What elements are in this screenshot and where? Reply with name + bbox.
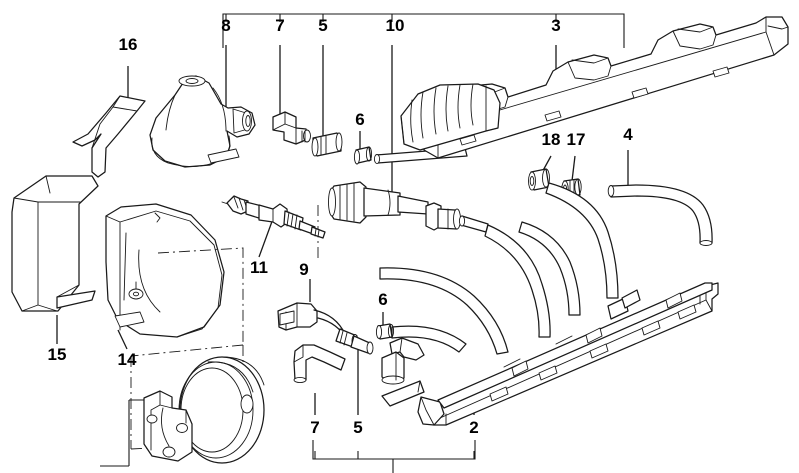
callout-18[interactable]: 18 [541,130,561,149]
part-7-elbow-connector-bottom [293,344,346,384]
left-lower-bracket [100,399,150,467]
callout-16[interactable]: 16 [118,35,138,54]
hose-bundle [379,182,619,355]
part-3-end-cap [400,83,501,151]
part-6-grommet-bottom [375,323,395,340]
part-11-temperature-sensor [221,195,326,239]
part-4-formed-hose [607,184,713,246]
callout-15[interactable]: 15 [47,345,67,364]
part-8-ignition-coil-cap [149,75,256,168]
hose-boot-connector [381,337,425,385]
callout-4[interactable]: 4 [623,125,633,144]
part-15-heat-shield [11,175,99,312]
part-18-bushing-large [528,168,550,191]
callout-5-top[interactable]: 5 [318,16,328,35]
callout-14[interactable]: 14 [117,350,137,369]
part-5-hose-coupler-bottom [335,328,374,355]
callout-8[interactable]: 8 [221,16,231,35]
part-9-connector-plug [277,302,348,341]
callout-6-top[interactable]: 6 [355,110,365,129]
part-3-cable-duct-cover [422,16,789,159]
bottom-callout-bracket [312,440,476,473]
part-16-air-duct-bracket [72,95,146,178]
callout-17[interactable]: 17 [566,130,586,149]
leader-lines [56,45,629,415]
callout-2[interactable]: 2 [469,418,479,437]
part-7-elbow-connector-top [272,111,311,145]
callout-5-bottom[interactable]: 5 [353,418,363,437]
part-2-upper-strip [437,282,713,409]
top-callout-bracket [222,13,625,48]
callout-10[interactable]: 10 [385,16,405,35]
mounting-clamp [143,390,193,462]
callout-6-bottom[interactable]: 6 [378,290,388,309]
part-14-round-cover [105,203,225,338]
callout-3[interactable]: 3 [551,16,561,35]
part-10-vacuum-hose-assembly [328,147,489,233]
callout-7-bottom[interactable]: 7 [310,418,320,437]
callout-7-top[interactable]: 7 [275,16,285,35]
callout-11[interactable]: 11 [250,258,268,277]
part-6-grommet-top [353,146,373,165]
part-5-hose-coupler-top [311,132,343,157]
callout-9[interactable]: 9 [299,260,309,279]
